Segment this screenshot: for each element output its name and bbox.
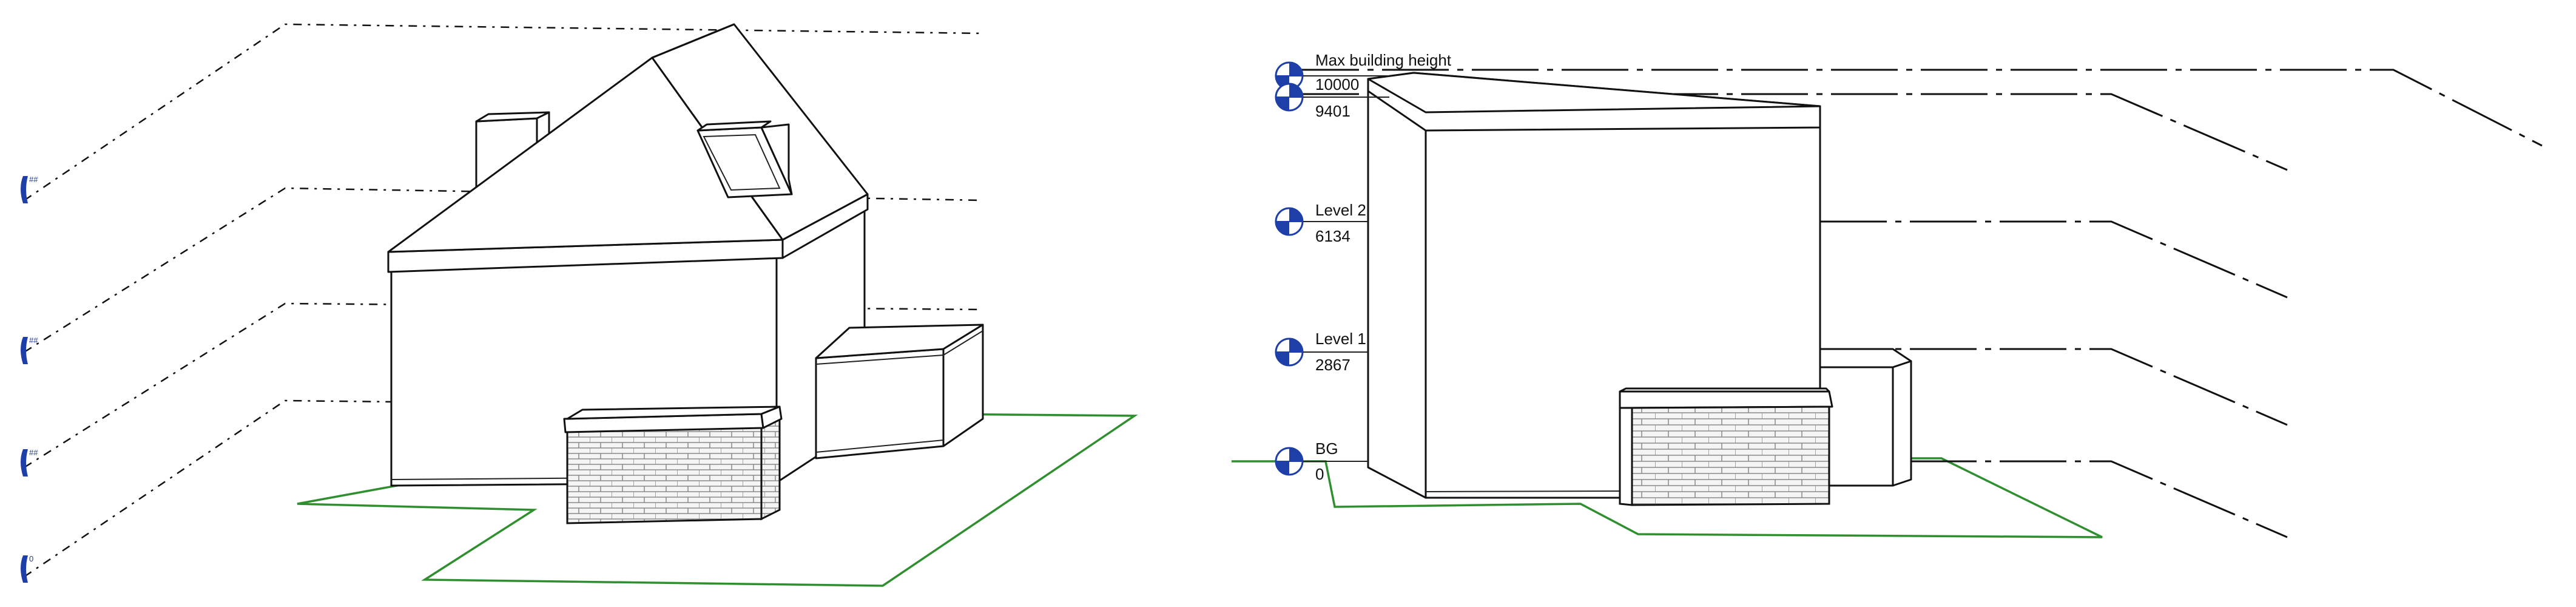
right-level-markers: Max building height 10000 9401 Level 2 6…	[1275, 51, 1452, 483]
left-brick-box	[563, 405, 783, 524]
left-level-lines	[24, 23, 983, 578]
left-level-marker-2: ##	[21, 336, 38, 364]
left-level-marker-1: ##	[21, 175, 38, 203]
level-name-max: Max building height	[1315, 51, 1452, 69]
right-isometric-view: Max building height 10000 9401 Level 2 6…	[1232, 51, 2543, 538]
right-level-marker-level1	[1275, 337, 1304, 367]
level-elev-bg: 0	[1315, 465, 1324, 483]
level-elev-9401: 9401	[1315, 102, 1350, 120]
right-brick-box	[1619, 387, 1833, 506]
left-level-tag-3: ##	[29, 448, 38, 457]
level-elev-level1: 2867	[1315, 356, 1350, 374]
left-level-marker-3: ##	[21, 448, 38, 476]
left-level-tag-1: ##	[29, 175, 38, 184]
right-level-marker-level2	[1275, 207, 1304, 236]
left-level-marker-4: 0	[21, 554, 33, 583]
right-level-marker-9401	[1275, 83, 1304, 112]
left-roof-window	[696, 120, 793, 198]
left-isometric-view: ## ## ## 0	[21, 23, 1138, 587]
left-level-tag-2: ##	[29, 336, 38, 345]
level-elev-max: 10000	[1315, 75, 1359, 93]
level-name-level1: Level 1	[1315, 330, 1366, 348]
right-annex-box	[1819, 348, 1912, 487]
level-elev-level2: 6134	[1315, 227, 1350, 245]
left-annex-box	[815, 324, 984, 459]
right-site-boundary	[1232, 457, 2103, 538]
level-name-bg: BG	[1315, 439, 1338, 458]
right-level-marker-bg	[1275, 447, 1304, 476]
level-name-level2: Level 2	[1315, 201, 1366, 219]
left-level-tag-4: 0	[29, 554, 33, 563]
left-level-markers: ## ## ## 0	[21, 175, 38, 583]
